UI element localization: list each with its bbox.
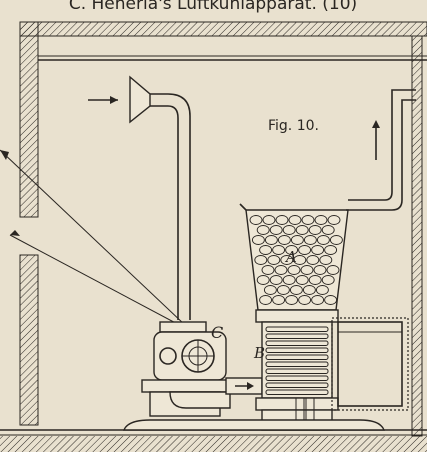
ice-block (259, 245, 273, 255)
side-cabinet (331, 317, 409, 411)
ice-block (311, 295, 325, 305)
ice-block (327, 215, 341, 225)
ice-block (285, 245, 299, 255)
ice-block (324, 295, 338, 305)
ice-block (301, 215, 315, 225)
coil-loop (265, 354, 329, 360)
ice-block (277, 235, 291, 245)
ice-block (276, 285, 290, 295)
ice-block (321, 225, 335, 235)
ice-block (302, 285, 316, 295)
ice-block (293, 255, 307, 265)
coil-loop (265, 382, 329, 388)
cooling-coils (265, 326, 329, 395)
coil-loop (265, 340, 329, 346)
ray-lines (0, 149, 186, 329)
ice-block (308, 275, 322, 285)
ice-block (264, 235, 278, 245)
ice-block (287, 265, 301, 275)
ice-block (289, 285, 303, 295)
coil-loop (265, 375, 329, 381)
ice-block (313, 265, 327, 275)
ice-block (249, 215, 263, 225)
ice-block (303, 235, 317, 245)
fan-unit-c (141, 321, 233, 417)
room-walls (0, 21, 427, 452)
ice-block (316, 235, 330, 245)
ice-block (285, 295, 299, 305)
ice-block (311, 245, 325, 255)
label-b: B (253, 344, 265, 362)
ice-block (298, 245, 312, 255)
label-c: C (211, 323, 223, 342)
ice-block (259, 295, 273, 305)
ice-block (324, 245, 338, 255)
ice-blocks (249, 215, 343, 305)
ice-block (275, 215, 289, 225)
ice-block (256, 275, 270, 285)
ice-block (298, 295, 312, 305)
ice-block (326, 265, 340, 275)
ice-block (295, 225, 309, 235)
ice-block (295, 275, 309, 285)
coil-loop (265, 389, 329, 395)
ice-block (263, 285, 277, 295)
ice-block (300, 265, 314, 275)
coil-loop (265, 333, 329, 339)
ice-block (269, 275, 283, 285)
coil-section-b (255, 309, 339, 431)
ice-block (274, 265, 288, 275)
ice-block (314, 215, 328, 225)
ice-block (261, 265, 275, 275)
intake-funnel (88, 75, 191, 320)
ice-block (282, 225, 296, 235)
ice-block (290, 235, 304, 245)
connecting-pipe (225, 377, 263, 395)
coil-loop (265, 361, 329, 367)
ice-block (306, 255, 320, 265)
ice-block (282, 275, 296, 285)
ice-block (288, 215, 302, 225)
ice-block (254, 255, 268, 265)
coil-loop (265, 347, 329, 353)
exhaust-pipe (346, 89, 416, 211)
base-plate (122, 419, 386, 431)
ice-block (280, 255, 294, 265)
ice-block (319, 255, 333, 265)
page-title: C. Henerla's Luftkühlapparat. (10) (69, 0, 357, 14)
figure-label: Fig. 10. (268, 118, 319, 134)
ice-chamber-a (239, 203, 349, 311)
ice-block (272, 295, 286, 305)
ice-block (267, 255, 281, 265)
ice-block (272, 245, 286, 255)
ice-block (251, 235, 265, 245)
coil-loop (265, 326, 329, 332)
ice-block (308, 225, 322, 235)
ice-block (262, 215, 276, 225)
ice-block (329, 235, 343, 245)
label-a: A (284, 248, 297, 266)
ice-block (256, 225, 270, 235)
coil-loop (265, 368, 329, 374)
ice-block (321, 275, 335, 285)
ice-block (269, 225, 283, 235)
ice-block (315, 285, 329, 295)
